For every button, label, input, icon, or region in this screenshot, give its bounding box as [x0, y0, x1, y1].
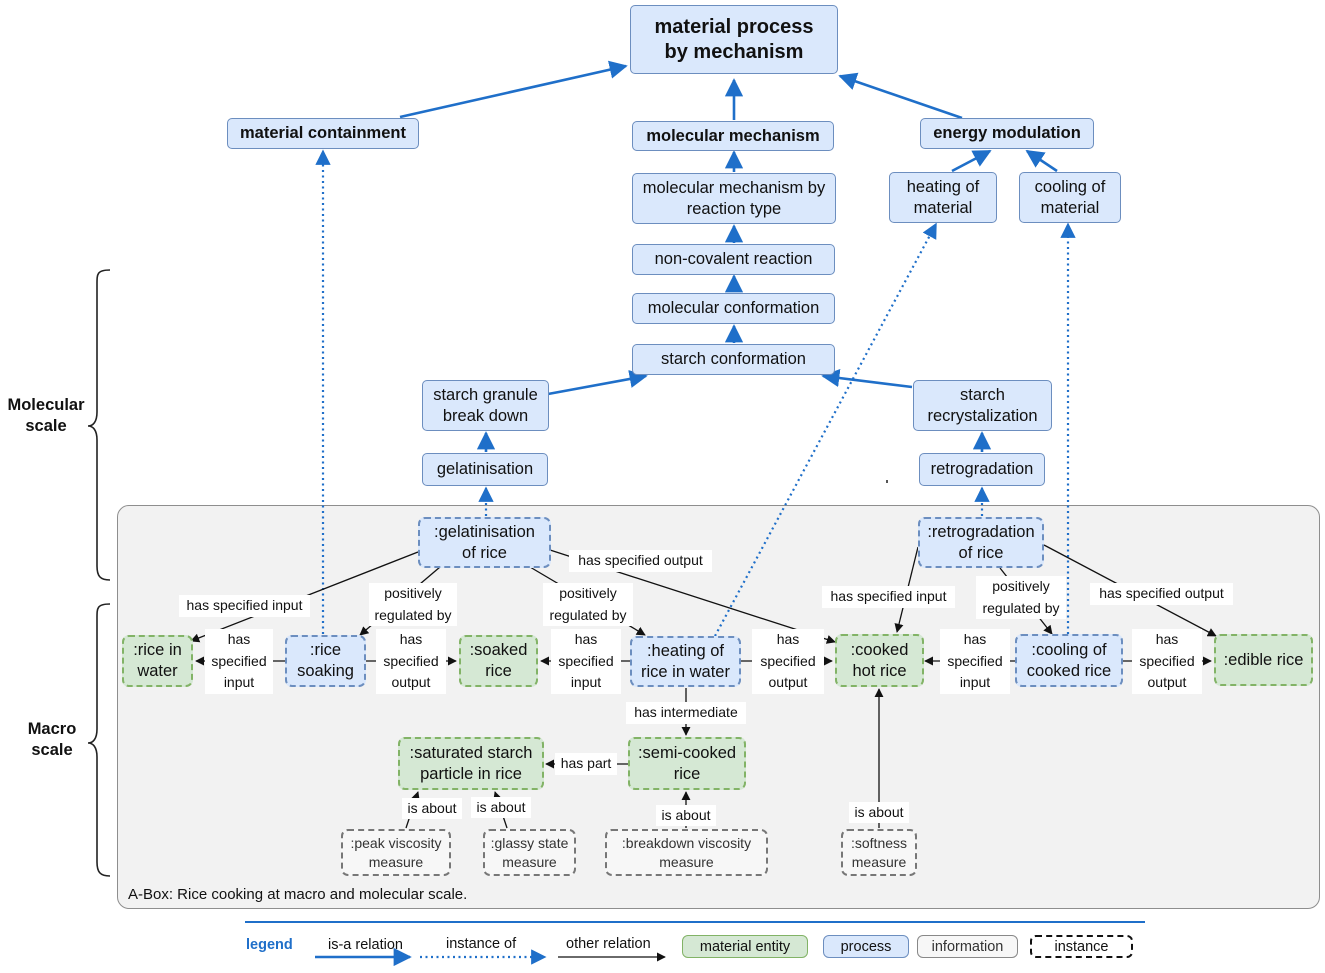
molecular-scale-brace [87, 269, 111, 581]
macro-scale-brace [87, 603, 111, 877]
node-cooling-of-material: cooling of material [1019, 172, 1121, 223]
node-cooked-hot-rice: :cooked hot rice [835, 634, 924, 687]
label-is-about: is about [471, 797, 531, 818]
node-cooling-of-cooked-rice: :cooling of cooked rice [1015, 634, 1123, 687]
node-gelatinisation: gelatinisation [422, 453, 548, 486]
label-has-specified-output: has specified output [376, 629, 446, 694]
node-material-containment: material containment [227, 118, 419, 149]
label-has-specified-input: has specified input [205, 629, 273, 694]
label-has-specified-output: has specified output [752, 629, 824, 694]
legend-title: legend [246, 937, 293, 953]
label-has-specified-input: has specified input [551, 629, 621, 694]
label-positively-regulated-by: positively regulated by [543, 583, 633, 626]
label-is-about: is about [656, 805, 716, 826]
edge-heating-to-energy [951, 149, 992, 173]
label-has-specified-input: has specified input [940, 629, 1010, 694]
legend-divider [245, 921, 1145, 923]
node-starch-recrystalization: starch recrystalization [913, 380, 1052, 431]
legend-process: process [823, 935, 909, 958]
node-glassy-state-measure: :glassy state measure [483, 829, 576, 876]
stray-mark [886, 480, 888, 483]
node-heating-of-material: heating of material [889, 172, 997, 223]
edge-containment-to-process [399, 60, 628, 119]
node-molecular-conformation: molecular conformation [632, 293, 835, 324]
edge-energy-to-process [838, 72, 963, 120]
label-has-intermediate: has intermediate [626, 702, 746, 724]
edge-recryst-to-starchconf [821, 368, 913, 389]
node-non-covalent-reaction: non-covalent reaction [632, 244, 835, 275]
node-retrogradation: retrogradation [919, 453, 1045, 486]
label-is-about: is about [849, 802, 909, 823]
abox-caption: A-Box: Rice cooking at macro and molecul… [128, 886, 468, 903]
node-energy-modulation: energy modulation [920, 118, 1094, 149]
label-has-specified-input: has specified input [822, 586, 955, 608]
legend-isa-label: is-a relation [328, 937, 403, 953]
label-has-specified-output: has specified output [569, 550, 712, 572]
node-mm-reaction-type: molecular mechanism by reaction type [632, 173, 836, 224]
macro-scale-label: Macro scale [27, 720, 77, 759]
node-starch-granule-breakdown: starch granule break down [422, 380, 549, 431]
edge-cooling-to-energy [1025, 149, 1058, 173]
node-rice-soaking: :rice soaking [285, 635, 366, 687]
node-gelatinisation-of-rice: :gelatinisation of rice [418, 517, 551, 568]
legend-information: information [917, 935, 1018, 958]
legend-other-label: other relation [566, 936, 651, 952]
legend-instance-label: instance of [446, 936, 517, 952]
node-breakdown-viscosity-measure: :breakdown viscosity measure [605, 829, 768, 876]
node-softness-measure: :softness measure [841, 829, 917, 876]
node-material-process: material process by mechanism [630, 5, 838, 74]
node-semi-cooked-rice: :semi-cooked rice [628, 737, 746, 790]
node-retrogradation-of-rice: :retrogradation of rice [918, 517, 1044, 568]
molecular-scale-label: Molecular scale [7, 396, 85, 435]
node-rice-in-water: :rice in water [122, 635, 193, 687]
node-saturated-starch-particle: :saturated starch particle in rice [398, 737, 544, 790]
label-positively-regulated-by: positively regulated by [976, 576, 1066, 619]
node-starch-conformation: starch conformation [632, 344, 835, 375]
label-is-about: is about [402, 798, 462, 819]
legend-material-entity: material entity [682, 935, 808, 958]
edge-heatingrice-instance [714, 222, 937, 637]
label-has-specified-output: has specified output [1132, 629, 1202, 694]
node-heating-of-rice-in-water: :heating of rice in water [630, 636, 741, 687]
label-has-specified-output: has specified output [1090, 583, 1233, 605]
node-edible-rice: :edible rice [1214, 634, 1313, 686]
label-positively-regulated-by: positively regulated by [369, 583, 457, 626]
node-soaked-rice: :soaked rice [459, 635, 538, 687]
label-has-specified-input: has specified input [179, 595, 310, 617]
edge-breakdown-to-starchconf [547, 370, 648, 396]
label-has-part: has part [555, 753, 617, 775]
node-molecular-mechanism: molecular mechanism [632, 121, 834, 151]
node-peak-viscosity-measure: :peak viscosity measure [341, 829, 451, 876]
legend-instance: instance [1030, 935, 1133, 958]
